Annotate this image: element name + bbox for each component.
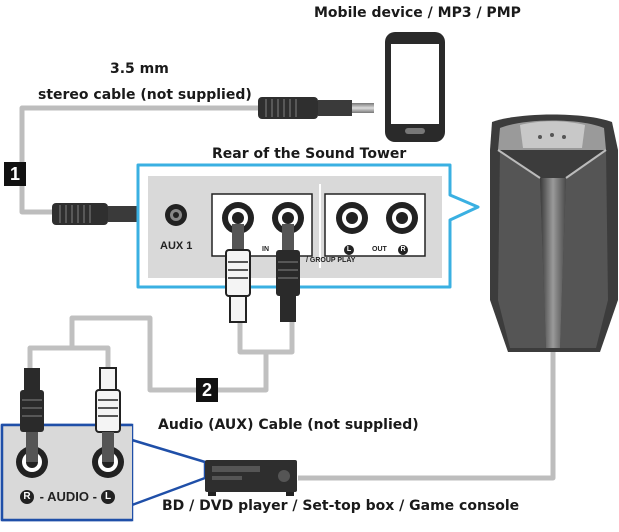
aux-jack-label: AUX 1 [160, 240, 193, 252]
source-device-box [205, 460, 297, 496]
stereo-plug-top [258, 97, 374, 119]
mobile-device [385, 32, 445, 142]
source-panel-pointer [130, 438, 207, 507]
stereo-cable-line [19, 105, 260, 215]
step-1-number: 1 [4, 162, 26, 186]
rca-plug-left [225, 224, 251, 323]
step-2-number: 2 [196, 378, 218, 402]
out-left-mark: L [344, 245, 354, 255]
rear-of-tower-label: Rear of the Sound Tower [212, 146, 407, 162]
aux-cable-label: Audio (AUX) Cable (not supplied) [158, 417, 419, 433]
in-label: IN [260, 246, 271, 253]
aux-jack [165, 204, 187, 226]
source-rca-plug-right [20, 368, 44, 462]
cable-length-label: 3.5 mm [110, 61, 169, 77]
sound-tower [490, 114, 618, 352]
out-jack-left [336, 202, 368, 234]
group-play-label: / GROUP PLAY [306, 257, 356, 264]
audio-right-mark: R [20, 490, 34, 504]
source-devices-label: BD / DVD player / Set-top box / Game con… [162, 498, 520, 514]
out-right-mark: R [398, 245, 408, 255]
audio-left-mark: L [101, 490, 115, 504]
stereo-cable-label: stereo cable (not supplied) [38, 87, 252, 103]
audio-text: - AUDIO - [36, 489, 101, 504]
mobile-device-label: Mobile device / MP3 / PMP [314, 5, 521, 21]
in-jack-left [222, 202, 254, 234]
out-label: OUT [370, 246, 389, 253]
out-jack-right [386, 202, 418, 234]
tower-power-cable [298, 350, 556, 481]
in-jack-right [272, 202, 304, 234]
source-rca-plug-left [95, 367, 121, 462]
aux-cable-lines [27, 315, 295, 393]
rca-plug-right [276, 224, 300, 322]
